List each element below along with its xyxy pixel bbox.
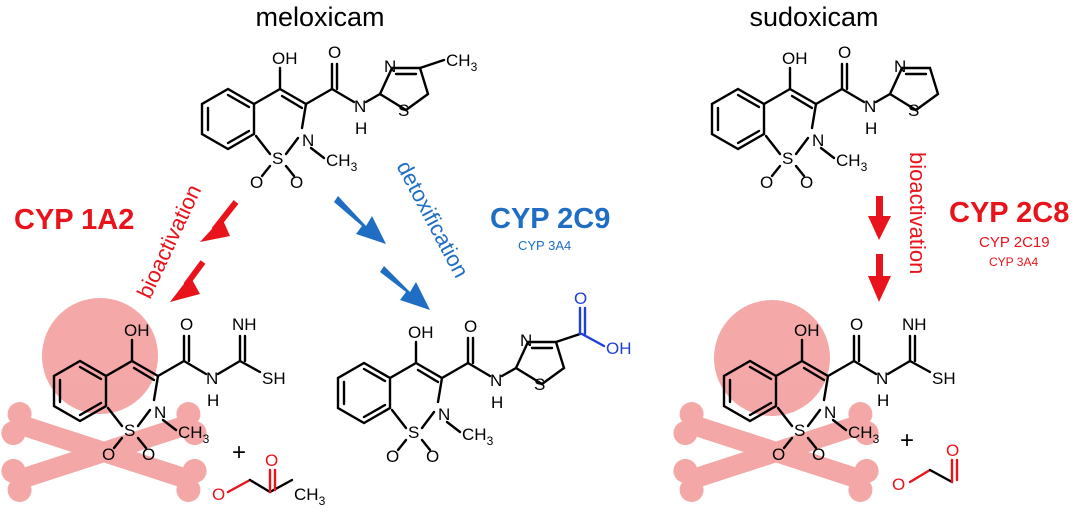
atom-label: H [877,391,889,410]
atom-label: N [302,131,314,150]
atom-label: N [864,97,876,116]
atom-label: O [426,447,439,466]
enzyme-cyp2c9: CYP 2C9 [490,203,610,235]
methyl-label: CH3 [836,151,868,174]
atom-label: O [946,441,959,460]
plus-sign: + [900,427,914,454]
atom-label: O [812,445,825,464]
atom-label: O [212,485,225,504]
atom-label: O [464,317,477,336]
atom-label: N [824,403,836,422]
pathway-bioactivation-right: bioactivation [905,152,930,274]
atom-label: O [800,173,813,192]
atom-label: SH [262,369,286,388]
skull-crossbones-icon [673,300,879,502]
arrow-bioactivation-right [868,196,891,302]
methyl-label: CH3 [294,485,326,508]
carboxymeloxicam-structure: OH O N H N S O O CH3 N S O OH [336,289,632,466]
skull-crossbones-icon [1,298,207,502]
atom-label: N [520,331,532,350]
atom-label: N [154,403,166,422]
atom-label: O [265,451,278,470]
enzyme-cyp2c19: CYP 2C19 [979,234,1050,251]
plus-sign: + [232,439,246,466]
atom-label: O [386,447,399,466]
atom-label: S [272,149,283,168]
pathway-bioactivation-left: bioactivation [132,181,206,302]
atom-label: N [438,405,450,424]
methyl-label: CH3 [326,151,358,174]
atom-label: NH [902,315,927,334]
atom-label: N [894,57,906,76]
methyl-label: CH3 [446,51,478,74]
atom-label: N [206,369,218,388]
atom-label: S [794,421,805,440]
enzyme-cyp3a4-right: CYP 3A4 [989,255,1038,269]
pathway-detoxification: detoxification [392,157,474,282]
atom-label: H [207,391,219,410]
atom-label: N [876,369,888,388]
methyl-label: CH3 [848,423,880,446]
methylglyoxal: O O CH3 [212,451,326,508]
methyl-label: CH3 [178,423,210,446]
atom-label: O [772,445,785,464]
arrow-detoxification [334,196,430,310]
sudoxicam-title: sudoxicam [749,2,878,32]
atom-label: OH [782,49,808,68]
sudoxicam-structure: OH O N H N S O O CH3 N S [710,43,940,192]
atom-label: O [892,475,905,494]
atom-label: O [180,315,193,334]
atom-label: N [490,371,502,390]
enzyme-cyp3a4-left: CYP 3A4 [518,238,571,253]
atom-label: S [408,423,419,442]
atom-label: SH [932,369,956,388]
atom-label: OH [794,321,820,340]
atom-label: O [574,289,587,308]
atom-label: OH [272,49,298,68]
atom-label: S [534,375,545,394]
atom-label: O [102,445,115,464]
sudoxicam-toxic-metabolite: OH O N H N S O O CH3 NH SH [722,315,956,464]
atom-label: S [124,421,135,440]
atom-label: OH [408,323,434,342]
atom-label: O [760,173,773,192]
atom-label: N [812,131,824,150]
atom-label: O [250,173,263,192]
enzyme-cyp2c8: CYP 2C8 [949,197,1069,229]
enzyme-cyp1a2: CYP 1A2 [14,204,134,236]
atom-label: S [908,101,919,120]
glyoxal: O O [892,441,959,494]
meloxicam-toxic-metabolite: OH O N H N S O O CH3 NH SH [52,315,286,464]
atom-label: O [290,173,303,192]
atom-label: O [850,315,863,334]
methyl-label: CH3 [462,425,494,448]
atom-label: S [782,149,793,168]
atom-label: H [865,119,877,138]
atom-label: H [491,393,503,412]
meloxicam-structure: OH O N H N S O O CH3 N S CH3 [200,43,478,192]
atom-label: OH [606,339,632,358]
atom-label: H [355,119,367,138]
atom-label: N [354,97,366,116]
atom-label: O [838,43,851,62]
atom-label: NH [232,315,257,334]
atom-label: S [398,101,409,120]
atom-label: O [328,43,341,62]
arrow-bioactivation-left [170,200,239,302]
atom-label: O [142,445,155,464]
meloxicam-title: meloxicam [255,2,384,32]
atom-label: OH [124,321,150,340]
atom-label: N [384,57,396,76]
